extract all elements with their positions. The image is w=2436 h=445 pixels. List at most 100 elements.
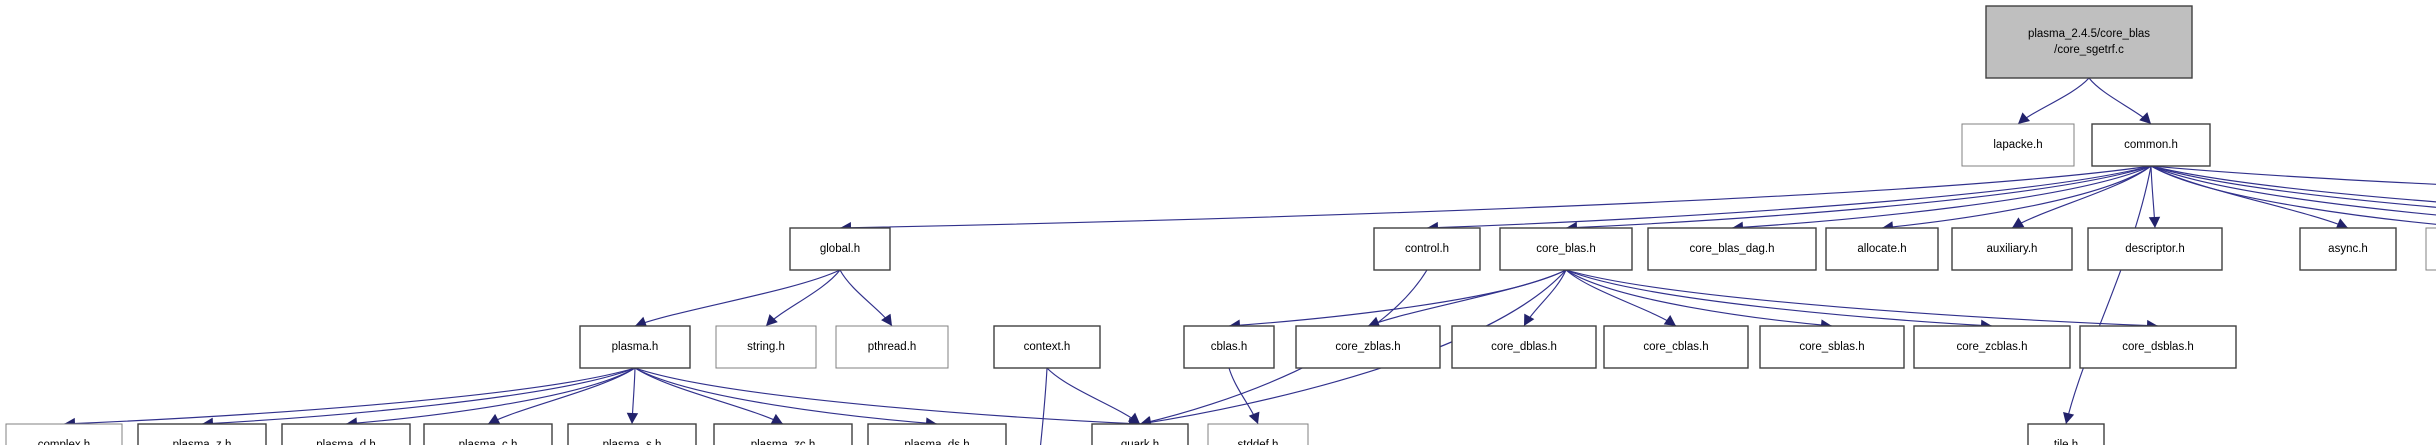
edge-arrowhead [2012, 217, 2025, 228]
node-box[interactable] [1091, 423, 1189, 445]
dependency-edge [634, 367, 1141, 425]
graph-node-control[interactable]: control.h [1373, 227, 1481, 271]
dependency-edge [839, 269, 893, 327]
node-box[interactable] [2425, 227, 2436, 271]
node-box[interactable] [1451, 325, 1597, 369]
graph-node-pthread[interactable]: pthread.h [835, 325, 949, 369]
graph-node-complex[interactable]: complex.h [5, 423, 123, 445]
node-box[interactable] [1295, 325, 1441, 369]
dependency-edge [1426, 165, 2152, 229]
edge-arrowhead [766, 314, 778, 326]
node-label: global.h [820, 243, 860, 255]
graph-node-plasma_ds[interactable]: plasma_ds.h [867, 423, 1007, 445]
graph-node-core_blas[interactable]: core_blas.h [1499, 227, 1633, 271]
graph-node-plasma_zc[interactable]: plasma_zc.h [713, 423, 853, 445]
node-box[interactable] [713, 423, 853, 445]
node-box[interactable] [281, 423, 411, 445]
graph-node-plasma_s[interactable]: plasma_s.h [567, 423, 697, 445]
node-box[interactable] [2299, 227, 2397, 271]
graph-node-descriptor[interactable]: descriptor.h [2087, 227, 2223, 271]
dependency-edge [2011, 165, 2152, 229]
node-label: context.h [1024, 341, 1071, 353]
node-box[interactable] [423, 423, 553, 445]
graph-node-plasma_c[interactable]: plasma_c.h [423, 423, 553, 445]
dependency-edge [1046, 367, 1141, 425]
node-box[interactable] [1647, 227, 1817, 271]
node-box[interactable] [567, 423, 697, 445]
graph-node-tile[interactable]: tile.h [2027, 423, 2105, 445]
graph-node-quark[interactable]: quark.h [1091, 423, 1189, 445]
node-box[interactable] [5, 423, 123, 445]
node-box[interactable] [579, 325, 691, 369]
node-box[interactable] [1499, 227, 1633, 271]
node-box[interactable] [2087, 227, 2223, 271]
graph-node-context[interactable]: context.h [993, 325, 1101, 369]
node-label: pthread.h [868, 341, 917, 353]
node-box[interactable] [835, 325, 949, 369]
node-box[interactable] [2091, 123, 2211, 167]
graph-node-lapacke[interactable]: lapacke.h [1961, 123, 2075, 167]
graph-node-core_dblas[interactable]: core_dblas.h [1451, 325, 1597, 369]
graph-node-core_zblas[interactable]: core_zblas.h [1295, 325, 1441, 369]
graph-node-global[interactable]: global.h [789, 227, 891, 271]
dependency-edge [2017, 77, 2090, 125]
graph-node-common[interactable]: common.h [2091, 123, 2211, 167]
dependency-edge [634, 367, 938, 425]
node-box[interactable] [867, 423, 1007, 445]
node-box[interactable] [1207, 423, 1309, 445]
graph-node-plasma[interactable]: plasma.h [579, 325, 691, 369]
node-box[interactable] [1985, 5, 2193, 79]
node-box[interactable] [2079, 325, 2237, 369]
node-label: core_blas.h [1536, 243, 1595, 255]
node-box[interactable] [715, 325, 817, 369]
graph-node-auxiliary[interactable]: auxiliary.h [1951, 227, 2073, 271]
node-box[interactable] [2027, 423, 2105, 445]
dependency-edge [2150, 165, 2436, 216]
node-box[interactable] [1961, 123, 2075, 167]
node-label: core_cblas.h [1643, 341, 1708, 353]
graph-node-root[interactable]: plasma_2.4.5/core_blas/core_sgetrf.c [1985, 5, 2193, 79]
node-box[interactable] [1759, 325, 1905, 369]
node-box[interactable] [993, 325, 1101, 369]
graph-node-plasma_d[interactable]: plasma_d.h [281, 423, 411, 445]
graph-node-allocate[interactable]: allocate.h [1825, 227, 1939, 271]
node-box[interactable] [1951, 227, 2073, 271]
graph-node-core_blas_dag[interactable]: core_blas_dag.h [1647, 227, 1817, 271]
node-box[interactable] [789, 227, 891, 271]
edge-arrowhead [1248, 411, 1260, 424]
dependency-edge [634, 269, 841, 327]
dependency-edge [765, 269, 841, 327]
graph-node-stddef[interactable]: stddef.h [1207, 423, 1309, 445]
node-label: plasma_2.4.5/core_blas/core_sgetrf.c [2028, 28, 2150, 56]
edge-arrowhead [635, 316, 648, 328]
node-box[interactable] [1913, 325, 2071, 369]
node-box[interactable] [1603, 325, 1749, 369]
graph-node-core_sblas[interactable]: core_sblas.h [1759, 325, 1905, 369]
dependency-edge [1367, 269, 1567, 327]
node-box[interactable] [1183, 325, 1275, 369]
dependency-edge [1228, 269, 1567, 327]
graph-node-core_cblas[interactable]: core_cblas.h [1603, 325, 1749, 369]
dependency-edge [2088, 77, 2152, 125]
node-label: plasma_d.h [316, 439, 375, 445]
node-label: core_zcblas.h [1957, 341, 2028, 353]
node-label: descriptor.h [2125, 243, 2184, 255]
node-box[interactable] [1825, 227, 1939, 271]
dependency-edge [345, 367, 636, 425]
node-label: auxiliary.h [1987, 243, 2038, 255]
edge-arrowhead [881, 313, 892, 326]
graph-node-string[interactable]: string.h [715, 325, 817, 369]
graph-node-core_dsblas[interactable]: core_dsblas.h [2079, 325, 2237, 369]
graph-node-plasma_z[interactable]: plasma_z.h [137, 423, 267, 445]
dependency-edge [634, 367, 784, 425]
edge-arrowhead [2148, 216, 2161, 228]
node-label: async.h [2328, 243, 2368, 255]
dependency-edge [839, 165, 2152, 229]
node-box[interactable] [1373, 227, 1481, 271]
node-box[interactable] [137, 423, 267, 445]
dependency-edge [201, 367, 636, 425]
graph-node-cblas[interactable]: cblas.h [1183, 325, 1275, 369]
graph-node-async[interactable]: async.h [2299, 227, 2397, 271]
graph-node-core_zcblas[interactable]: core_zcblas.h [1913, 325, 2071, 369]
graph-node-unistd[interactable]: unistd.h [2425, 227, 2436, 271]
